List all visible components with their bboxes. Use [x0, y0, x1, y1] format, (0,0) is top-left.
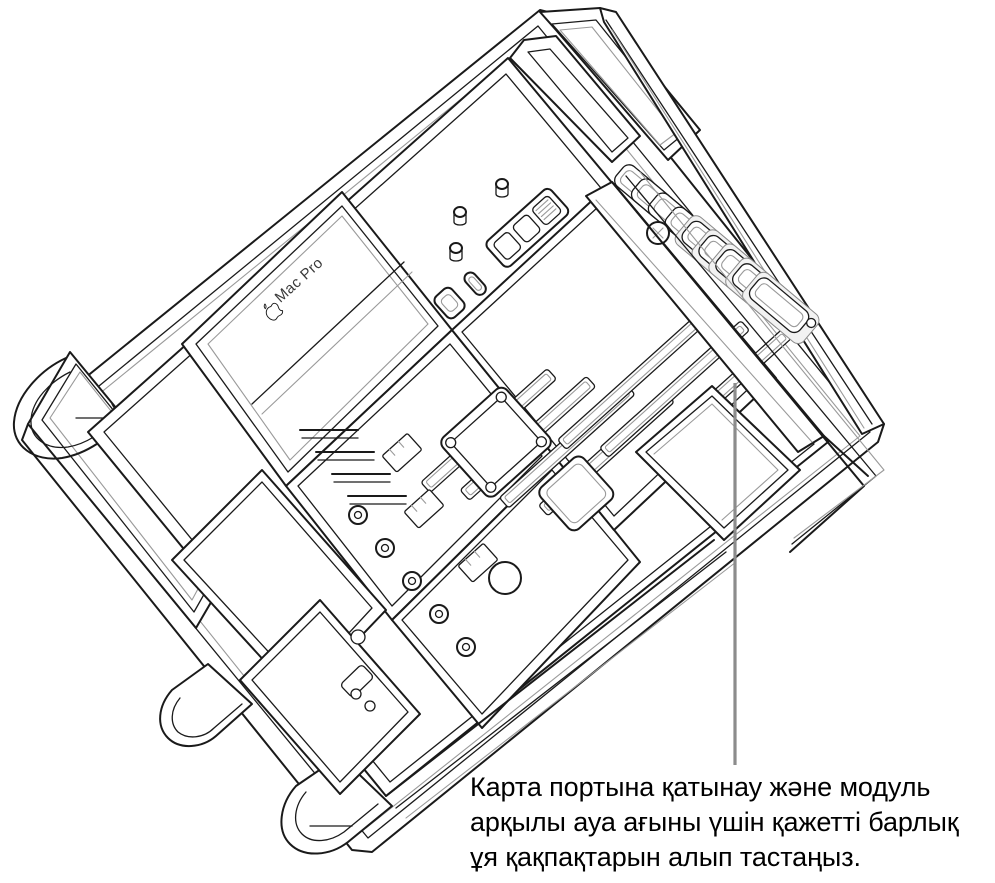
chipset-package: [538, 455, 615, 532]
port-grid-icon: [532, 195, 562, 225]
board-components: [350, 433, 522, 645]
io-ports: [433, 187, 570, 320]
chassis-right-edge: [611, 171, 885, 553]
card-guide-bracket: [635, 385, 801, 541]
cpu-socket: [440, 386, 552, 498]
module-screw-markers: [348, 505, 476, 657]
power-supply-module: [181, 191, 453, 487]
caption-line-3: ұя қақпақтарын алып тастаңыз.: [470, 842, 861, 872]
retaining-screw: [646, 221, 670, 245]
caption-line-2: арқылы ауа ағыны үшін қажетті барлық: [470, 807, 959, 837]
standoff: [495, 178, 509, 198]
callout-caption: Карта портына қатынау және модуль арқылы…: [470, 770, 990, 875]
board-standoffs: [449, 178, 509, 262]
bottom-left-foot: [159, 663, 253, 747]
caption-line-1: Карта портына қатынау және модуль: [470, 772, 931, 802]
standoff: [453, 206, 467, 226]
bottom-foot: [280, 755, 393, 855]
standoff: [449, 242, 463, 262]
pcie-slot-cover-highlighted: [742, 271, 820, 344]
module-vent-fins: [299, 429, 407, 505]
chassis-bottom-edge: [385, 539, 737, 819]
apple-logo-icon: [263, 302, 284, 321]
dimm-slot: [600, 321, 749, 457]
left-bay-panels: [171, 469, 421, 795]
